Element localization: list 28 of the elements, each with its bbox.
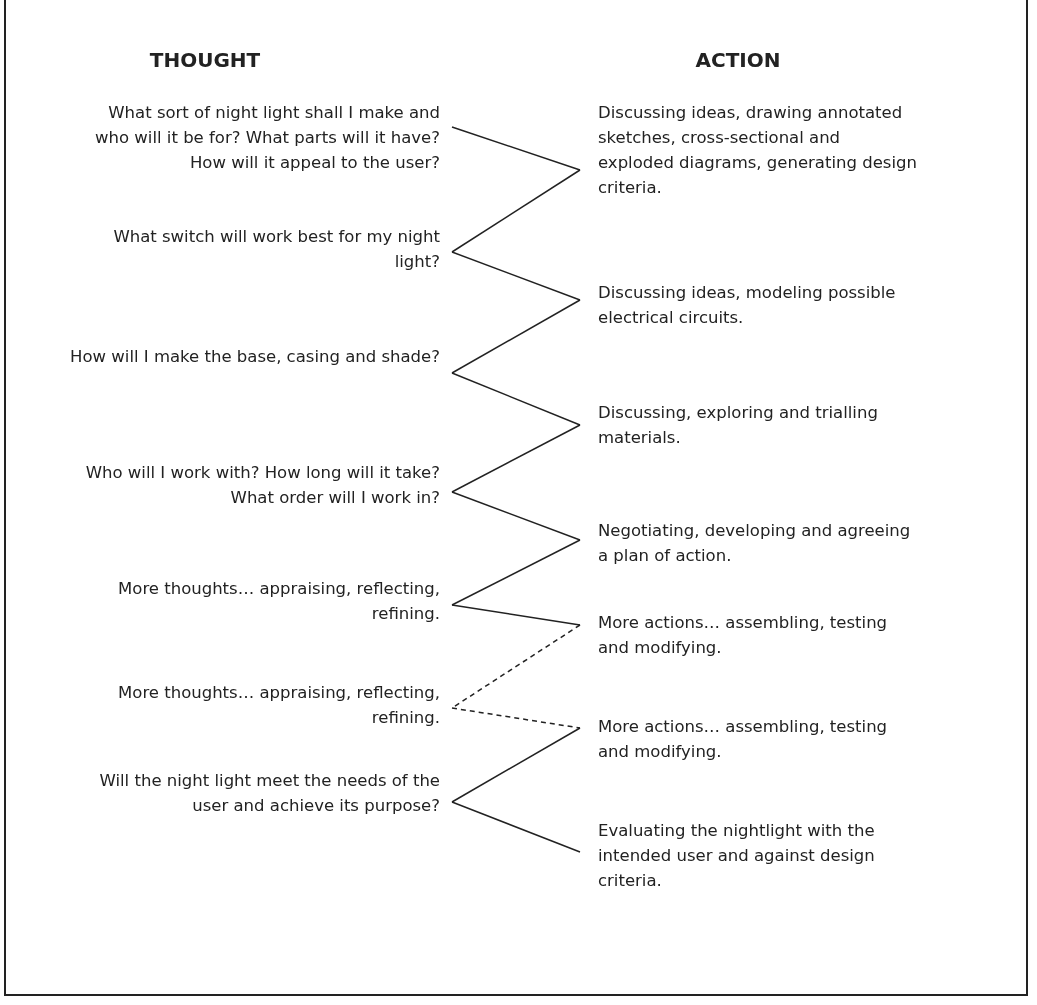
- action-text: Negotiating, developing and agreeing a plan of action.: [580, 518, 920, 568]
- zigzag-line: [451, 299, 581, 374]
- thought-text: Who will I work with? How long will it take? What order will I work in?: [70, 460, 452, 510]
- action-text: More actions… assembling, testing and modifying.: [580, 714, 920, 764]
- thought-text: Will the night light meet the needs of the user and achieve its purpose?: [70, 768, 452, 818]
- column-heading: ACTION: [695, 48, 781, 72]
- action-text: Discussing ideas, drawing annotated sketches, cross-sectional and exploded diagrams, generating design criteria.: [580, 100, 920, 200]
- zigzag-line: [451, 539, 581, 606]
- zigzag-line: [451, 372, 581, 426]
- zigzag-line: [451, 727, 581, 803]
- thought-text: More thoughts… appraising, reflecting, refining.: [70, 576, 452, 626]
- zigzag-line: [451, 424, 581, 493]
- action-text: Discussing, exploring and trialling materials.: [580, 400, 920, 450]
- column-heading: THOUGHT: [149, 48, 261, 72]
- action-text: Evaluating the nightlight with the intended user and against design criteria.: [580, 818, 920, 893]
- zigzag-line: [451, 491, 581, 541]
- zigzag-line: [451, 169, 581, 253]
- thought-text: What switch will work best for my night light?: [70, 224, 452, 274]
- thought-text: What sort of night light shall I make and who will it be for? What parts will it have? How will it appeal to the user?: [70, 100, 452, 175]
- zigzag-line: [451, 126, 581, 171]
- zigzag-line: [451, 707, 581, 729]
- action-text: Discussing ideas, modeling possible electrical circuits.: [580, 280, 920, 330]
- thought-text: More thoughts… appraising, reflecting, refining.: [70, 680, 452, 730]
- zigzag-line: [451, 604, 581, 626]
- zigzag-line: [451, 251, 581, 301]
- thought-text: How will I make the base, casing and shade?: [70, 344, 452, 369]
- action-text: More actions… assembling, testing and modifying.: [580, 610, 920, 660]
- zigzag-line: [451, 801, 581, 853]
